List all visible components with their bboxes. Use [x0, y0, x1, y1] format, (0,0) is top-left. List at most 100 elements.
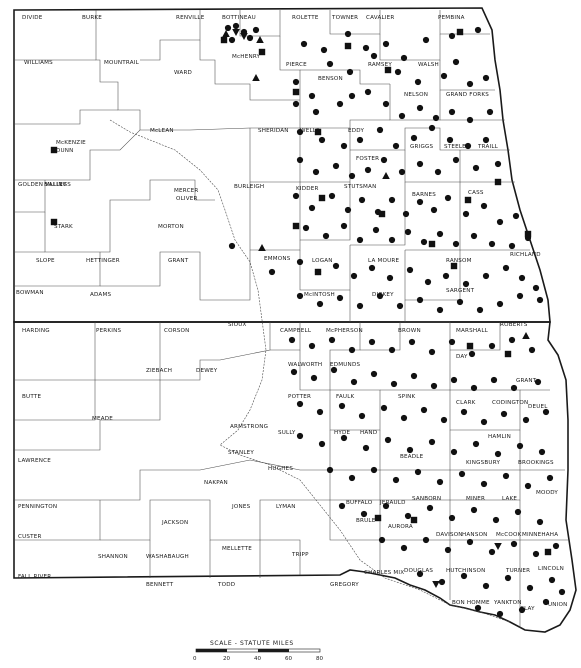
record-dot-symbol — [288, 336, 296, 344]
record-dot-symbol — [330, 366, 338, 374]
county-label-kingsbury: KINGSBURY — [466, 460, 500, 466]
scale-bar-segment — [258, 649, 289, 652]
record-dot-symbol — [486, 108, 494, 116]
record-square-symbol — [384, 66, 392, 74]
county-label-renville: RENVILLE — [176, 15, 205, 21]
county-label-dickey: DICKEY — [372, 292, 394, 298]
record-dot-symbol — [518, 606, 526, 614]
county-label-pembina: PEMBINA — [438, 15, 465, 21]
record-dot-symbol — [456, 298, 464, 306]
county-label-shannon: SHANNON — [98, 554, 128, 560]
county-label-beadle: BEADLE — [400, 454, 424, 460]
record-dot-symbol — [462, 280, 470, 288]
record-square-symbol — [378, 210, 386, 218]
county-label-hyde: HYDE — [334, 430, 351, 436]
record-dot-symbol — [414, 468, 422, 476]
record-dot-symbol — [404, 512, 412, 520]
county-label-jerauld: JERAULD — [379, 500, 406, 506]
record-dot-symbol — [356, 136, 364, 144]
record-dot-symbol — [364, 166, 372, 174]
record-dot-symbol — [316, 300, 324, 308]
record-dot-symbol — [490, 376, 498, 384]
record-dot-symbol — [360, 510, 368, 518]
record-dot-symbol — [348, 474, 356, 482]
record-triangle-symbol — [258, 244, 266, 251]
county-label-adams: ADAMS — [90, 292, 111, 298]
record-dot-symbol — [496, 610, 504, 618]
record-dot-symbol — [460, 572, 468, 580]
record-dot-symbol — [422, 36, 430, 44]
record-symbols — [50, 22, 566, 618]
record-dot-symbol — [446, 136, 454, 144]
record-dot-symbol — [338, 402, 346, 410]
record-dot-symbol — [510, 384, 518, 392]
record-dot-symbol — [508, 336, 516, 344]
rivers — [109, 119, 511, 623]
record-dot-symbol — [444, 194, 452, 202]
scale-title: SCALE - STATUTE MILES — [210, 640, 294, 647]
county-label-hughes: HUGHES — [268, 466, 293, 472]
record-dot-symbol — [522, 416, 530, 424]
record-dot-symbol — [370, 370, 378, 378]
county-label-deuel: DEUEL — [528, 404, 548, 410]
record-dot-symbol — [494, 160, 502, 168]
record-dot-symbol — [466, 116, 474, 124]
county-label-campbell: CAMPBELL — [280, 328, 312, 334]
record-dot-symbol — [480, 202, 488, 210]
record-dot-symbol — [472, 440, 480, 448]
record-dot-symbol — [552, 542, 560, 550]
record-dot-symbol — [452, 58, 460, 66]
county-label-grant-sd: GRANT — [516, 378, 537, 384]
north-dakota-outline — [13, 7, 551, 323]
county-label-roberts: ROBERTS — [500, 322, 528, 328]
county-label-yankton: YANKTON — [493, 600, 522, 606]
record-dot-symbol — [474, 604, 482, 612]
county-label-steele: STEELE — [444, 144, 466, 150]
record-dot-symbol — [460, 408, 468, 416]
record-dot-symbol — [430, 206, 438, 214]
scale-tick: 20 — [223, 656, 230, 662]
record-dot-symbol — [372, 226, 380, 234]
county-label-moody: MOODY — [536, 490, 558, 496]
county-label-ramsey: RAMSEY — [368, 62, 392, 68]
record-dot-symbol — [502, 472, 510, 480]
state-outlines — [13, 7, 577, 633]
county-label-oliver: OLIVER — [176, 196, 198, 202]
record-dot-symbol — [436, 230, 444, 238]
record-dot-symbol — [348, 92, 356, 100]
record-dot-symbol — [384, 436, 392, 444]
county-label-ziebach: ZIEBACH — [146, 368, 172, 374]
record-dot-symbol — [476, 306, 484, 314]
record-dot-symbol — [376, 292, 384, 300]
county-label-edmunds: EDMUNDS — [330, 362, 360, 368]
record-dot-symbol — [452, 156, 460, 164]
record-dot-symbol — [416, 104, 424, 112]
county-label-mcintosh: McINTOSH — [304, 292, 335, 298]
scale-bar: SCALE - STATUTE MILES 0 20 40 60 80 — [193, 640, 323, 662]
county-label-pennington: PENNINGTON — [18, 504, 57, 510]
record-dot-symbol — [326, 466, 334, 474]
record-dot-symbol — [344, 206, 352, 214]
county-label-burleigh: BURLEIGH — [234, 184, 264, 190]
record-dot-symbol — [516, 292, 524, 300]
record-dot-symbol — [516, 442, 524, 450]
record-dot-symbol — [424, 278, 432, 286]
county-label-mcpherson: McPHERSON — [326, 328, 363, 334]
record-dot-symbol — [450, 376, 458, 384]
record-inverted-triangle-symbol — [432, 581, 440, 588]
county-label-bennett: BENNETT — [146, 582, 174, 588]
county-label-turner: TURNER — [505, 568, 530, 574]
scale-tick: 80 — [316, 656, 323, 662]
record-dot-symbol — [378, 536, 386, 544]
record-dot-symbol — [358, 412, 366, 420]
record-dot-symbol — [382, 502, 390, 510]
record-dot-symbol — [514, 508, 522, 516]
record-dot-symbol — [322, 232, 330, 240]
record-dot-symbol — [392, 476, 400, 484]
record-dot-symbol — [400, 544, 408, 552]
county-label-gregory: GREGORY — [330, 582, 359, 588]
county-label-lawrence: LAWRENCE — [18, 458, 51, 464]
record-dot-symbol — [296, 400, 304, 408]
county-label-ransom: RANSOM — [446, 258, 472, 264]
